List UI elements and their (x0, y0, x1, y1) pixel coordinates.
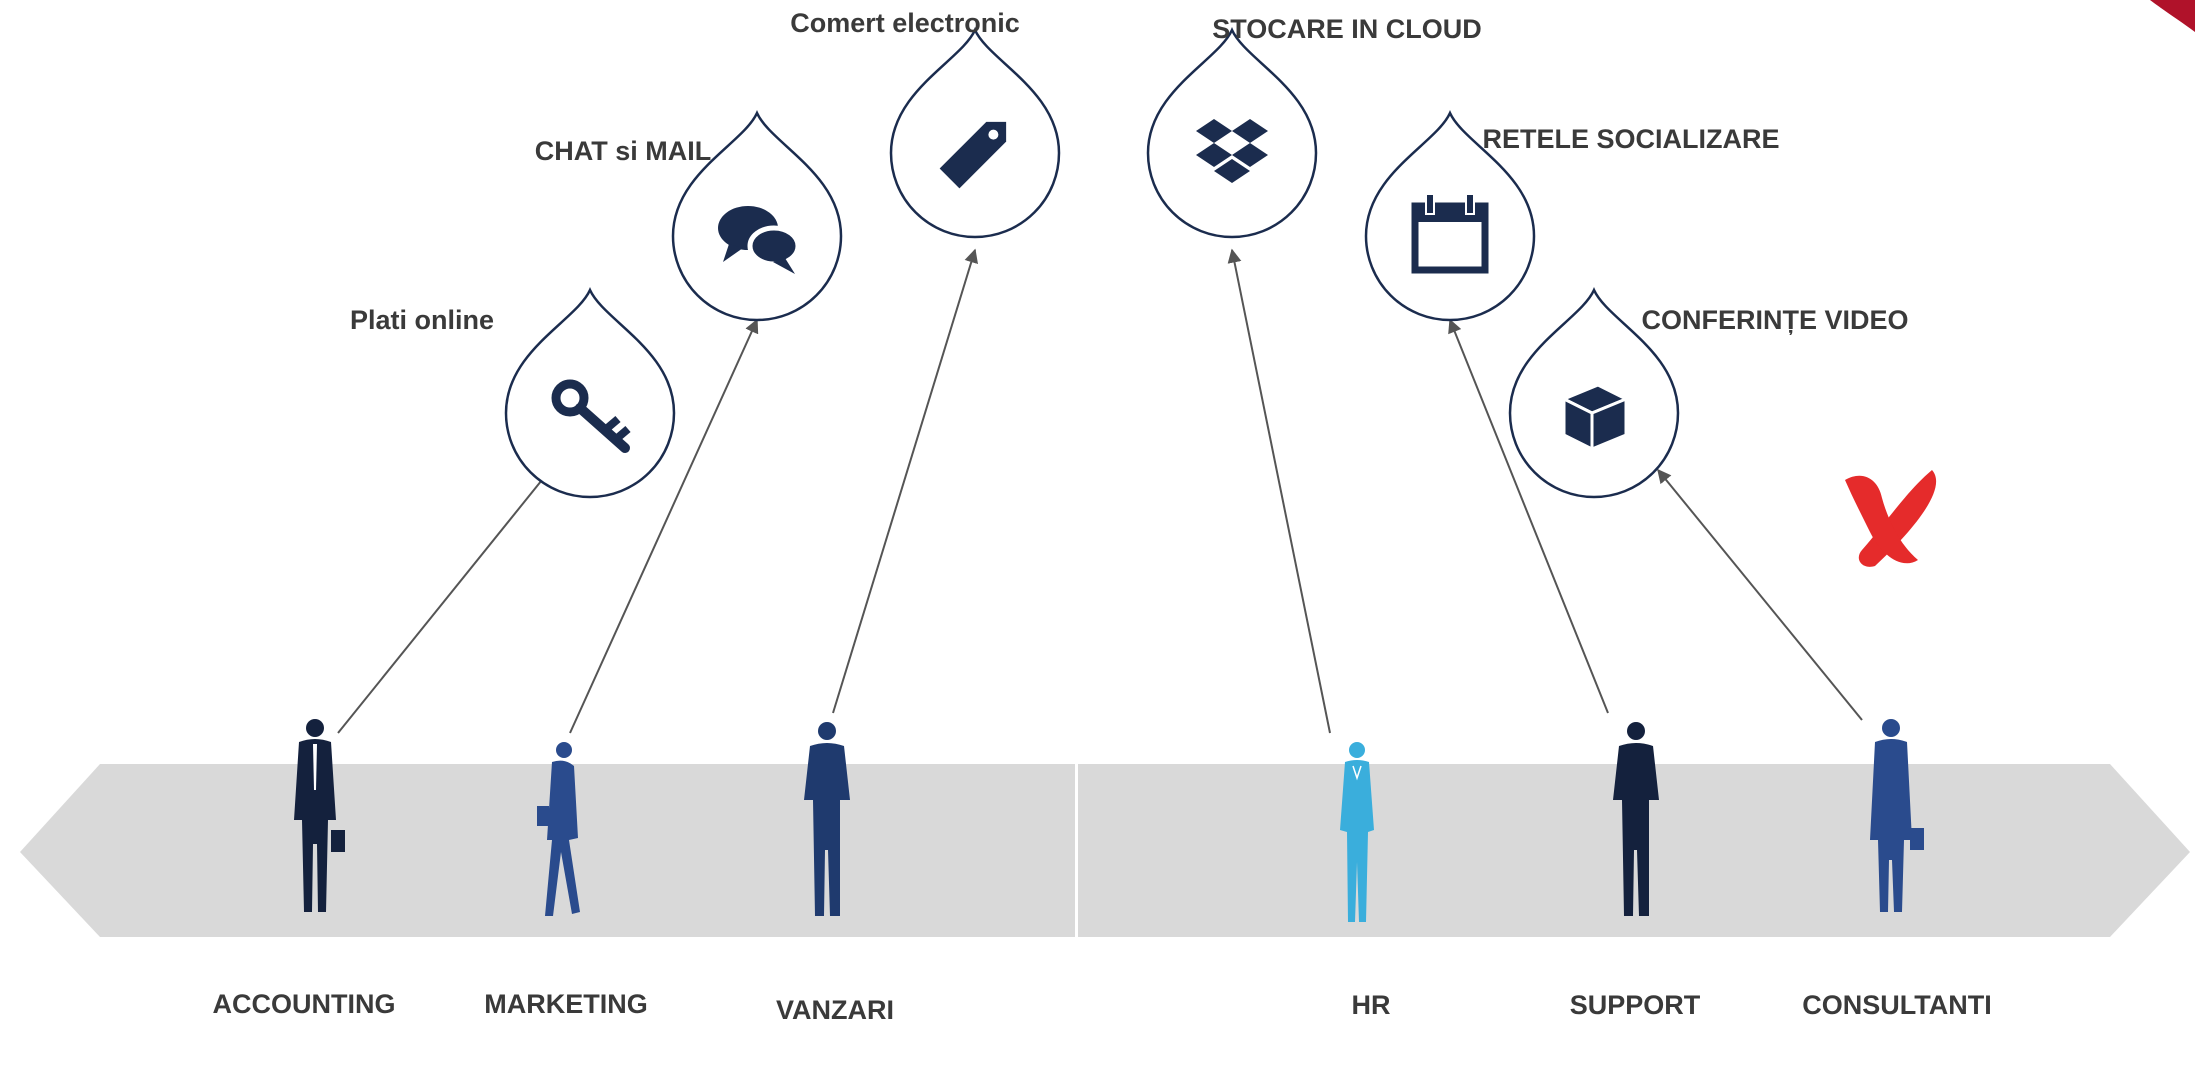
calendar-icon (1411, 193, 1489, 274)
service-conferinte-video (1508, 286, 1680, 499)
price-tag-icon (939, 121, 1007, 189)
connector-vanzari (832, 248, 978, 714)
person-vanzari (804, 722, 850, 916)
dept-label-marketing: MARKETING (484, 989, 648, 1019)
connector-marketing (569, 318, 759, 734)
dept-label-support: SUPPORT (1570, 990, 1701, 1020)
connector-accounting (337, 468, 551, 734)
label-retele-socializare: RETELE SOCIALIZARE (1482, 124, 1779, 154)
service-retele-socializare (1364, 109, 1536, 322)
service-stocare-cloud (1146, 26, 1318, 239)
service-plati-online (504, 286, 676, 499)
person-hr (1340, 742, 1374, 922)
connector-hr (1227, 248, 1331, 734)
person-accounting (294, 719, 345, 912)
label-plati-online: Plati online (350, 305, 494, 335)
person-consultanti (1870, 719, 1924, 912)
chat-bubbles-icon (718, 206, 801, 274)
corner-accent (2150, 0, 2195, 32)
dept-label-accounting: ACCOUNTING (213, 989, 396, 1019)
key-icon (551, 379, 631, 453)
person-marketing (537, 742, 580, 916)
drop-shape (1146, 26, 1318, 239)
label-stocare-cloud: STOCARE IN CLOUD (1212, 14, 1482, 44)
connector-lines (337, 248, 1863, 734)
dept-label-hr: HR (1352, 990, 1391, 1020)
label-chat-mail: CHAT si MAIL (535, 136, 712, 166)
connector-consultanti (1657, 468, 1863, 721)
service-chat-mail (671, 109, 843, 322)
person-support (1613, 722, 1659, 916)
dept-label-vanzari: VANZARI (776, 995, 894, 1025)
label-comert-electronic: Comert electronic (790, 8, 1020, 38)
connector-support (1448, 318, 1609, 714)
label-conferinte-video: CONFERINȚE VIDEO (1641, 305, 1908, 335)
dropbox-icon (1196, 119, 1268, 183)
dept-label-consultanti: CONSULTANTI (1802, 990, 1991, 1020)
red-x-icon (1845, 470, 1937, 567)
cube-icon (1562, 383, 1628, 451)
service-comert-electronic (889, 26, 1061, 239)
drop-shape (504, 286, 676, 499)
band (20, 764, 2190, 937)
